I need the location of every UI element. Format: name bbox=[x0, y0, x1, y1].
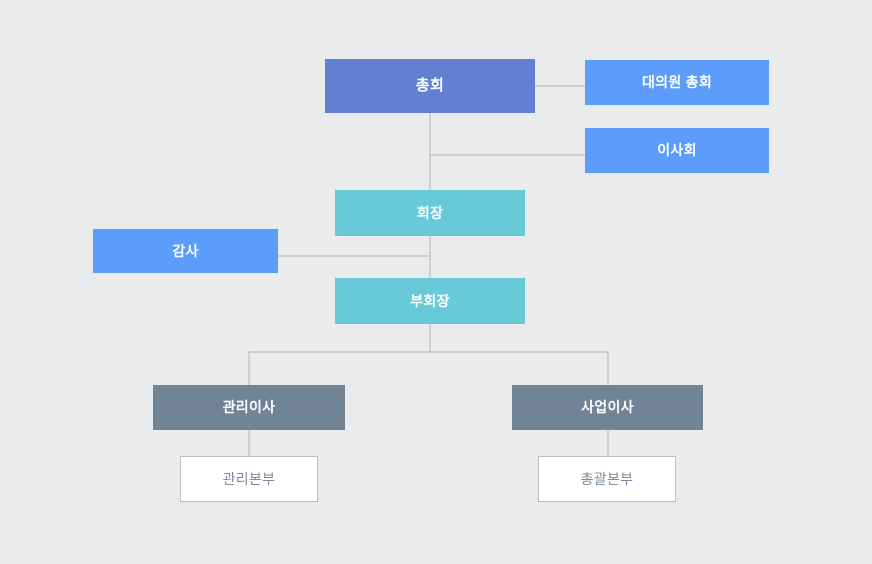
node-business-director-label: 사업이사 bbox=[581, 399, 634, 416]
node-vice-chairman[interactable]: 부회장 bbox=[335, 278, 525, 324]
node-management-director[interactable]: 관리이사 bbox=[153, 385, 345, 430]
node-board-of-directors[interactable]: 이사회 bbox=[585, 128, 769, 173]
node-delegate-assembly-label: 대의원 총회 bbox=[641, 74, 713, 91]
node-vice-chairman-label: 부회장 bbox=[410, 292, 450, 309]
node-management-director-label: 관리이사 bbox=[222, 399, 276, 416]
node-delegate-assembly[interactable]: 대의원 총회 bbox=[585, 60, 769, 105]
node-management-headquarters-label: 관리본부 bbox=[222, 470, 276, 487]
node-business-director[interactable]: 사업이사 bbox=[512, 385, 703, 430]
node-assembly-label: 총회 bbox=[415, 77, 445, 94]
node-auditor[interactable]: 감사 bbox=[93, 229, 278, 273]
node-management-headquarters[interactable]: 관리본부 bbox=[180, 456, 318, 502]
node-chairman[interactable]: 회장 bbox=[335, 190, 525, 236]
node-chairman-label: 회장 bbox=[416, 204, 444, 221]
node-auditor-label: 감사 bbox=[172, 242, 199, 259]
node-general-headquarters[interactable]: 총괄본부 bbox=[538, 456, 676, 502]
node-board-of-directors-label: 이사회 bbox=[657, 142, 697, 159]
node-general-headquarters-label: 총괄본부 bbox=[580, 470, 634, 487]
node-assembly[interactable]: 총회 bbox=[325, 59, 535, 113]
